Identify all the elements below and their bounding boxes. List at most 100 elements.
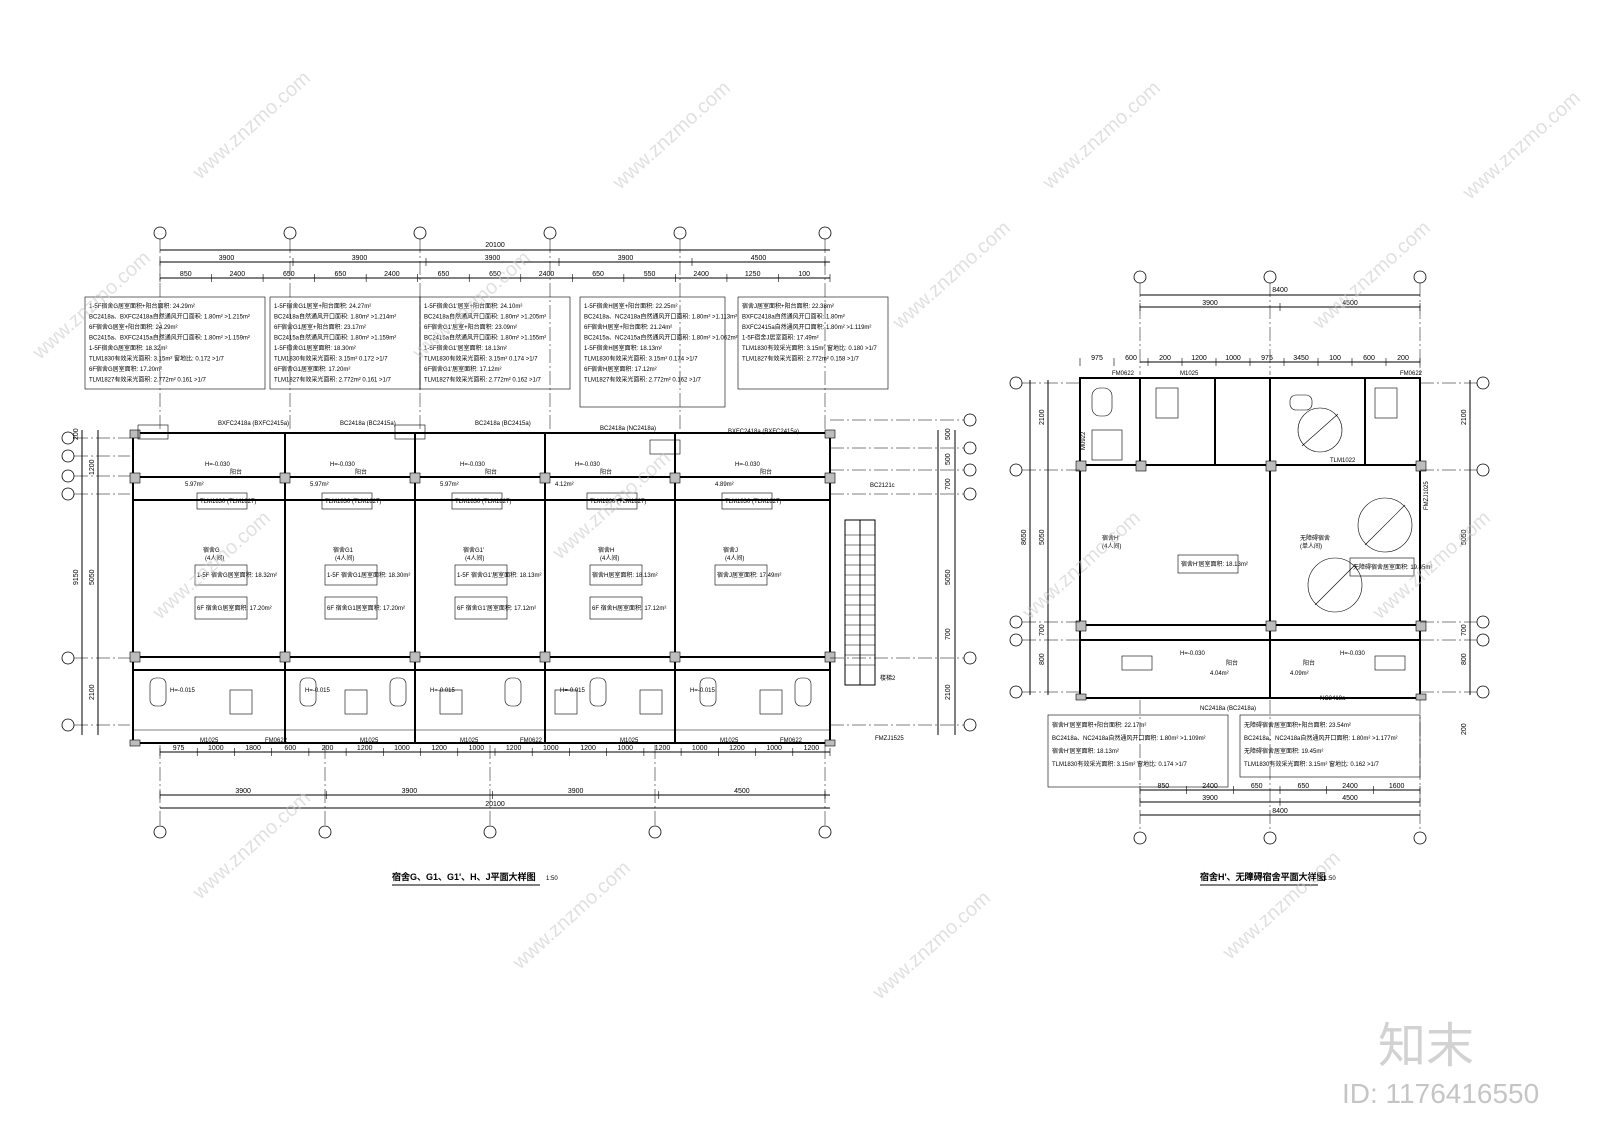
turning-circles [1297, 407, 1413, 613]
sub-dim: 1000 [208, 745, 224, 752]
dim-left: 9150 [73, 569, 80, 585]
info-line: 6F宿舍G1居室+阳台面积: 23.17m² [274, 323, 366, 331]
sub-dim: 650 [1297, 783, 1309, 790]
plan-title: 宿舍G、G1、G1'、H、J平面大样图 [392, 871, 536, 882]
sub-dim: 650 [438, 271, 450, 278]
info-line: 1-5F宿舍G居室面积: 18.32m² [89, 344, 167, 352]
balcony-tag: 阳台 [355, 468, 367, 476]
info-line: TLM1830有效采光面积: 3.15m² 0.172 >1/7 [274, 355, 388, 363]
balcony-level: H=-0.030 [460, 462, 486, 468]
dim-left: 5050 [89, 569, 96, 585]
sub-dim: 1000 [766, 745, 782, 752]
info-line: 6F宿舍G居室面积: 17.20m² [89, 365, 162, 373]
balcony-area: 4.12m² [555, 482, 574, 488]
window-tag: BC2121c [870, 483, 895, 489]
sub-dim: 650 [335, 271, 347, 278]
sub-dim: 1200 [580, 745, 596, 752]
shower-icon [639, 689, 663, 715]
sub-dim: 100 [798, 271, 810, 278]
sub-dim: 1200 [655, 745, 671, 752]
left-dimension-lines: 200 1200 9150 5050 2100 [61, 428, 130, 735]
axis-bubble [963, 463, 977, 477]
info-box: 1-5F宿舍G居室面积+阳台面积: 24.29m²BC2418a、BXFC241… [84, 296, 266, 390]
balcony-labels: H=-0.0305.97m²阳台H=-0.0305.97m²阳台H=-0.030… [185, 462, 772, 488]
plan-scale: 1:50 [1324, 876, 1336, 882]
axis-bubble [1133, 270, 1147, 284]
info-line: BC2418a、BXFC2418a自然通风开口面积: 1.80m² >1.215… [89, 313, 250, 321]
right-plan-title: 宿舍H'、无障碍宿舍平面大样图 1:50 [1200, 871, 1336, 886]
ac-unit-icon [1374, 655, 1406, 671]
sub-dim: 850 [180, 271, 192, 278]
area-info-boxes: 1-5F宿舍G居室面积+阳台面积: 24.29m²BC2418a、BXFC241… [84, 296, 889, 408]
balcony-tag: 阳台 [1226, 659, 1238, 667]
ac-unit-icon [394, 424, 426, 440]
room-name: 宿舍G1' [463, 546, 484, 554]
door-tag: M1025 [1180, 371, 1199, 377]
door-tag: TLM1830 (TLM1827) [590, 499, 646, 505]
sub-dim: 975 [173, 745, 185, 752]
bay-dim: 3900 [1202, 795, 1218, 802]
info-line: TLM1827有效采光面积: 2.772m² 0.161 >1/7 [274, 376, 392, 384]
axis-bubble [1009, 463, 1023, 477]
axis-bubble [61, 469, 75, 483]
info-line: TLM1830有效采光面积: 3.15m² 窗地比: 0.180 >1/7 [742, 344, 878, 352]
axis-bubble [61, 718, 75, 732]
building-walls [132, 432, 831, 744]
stair-label: 楼梯2 [880, 674, 896, 682]
axis-bubble [153, 825, 167, 839]
info-line: 1-5F宿舍G1居室面积: 18.30m² [274, 344, 356, 352]
sub-dim: 1000 [394, 745, 410, 752]
sub-dim: 1600 [1389, 783, 1405, 790]
info-line: TLM1827有效采光面积: 2.772m² 0.158 >1/7 [742, 355, 860, 363]
fire-door-tag: FMZJ1525 [875, 736, 904, 742]
toilet-icon [149, 677, 167, 707]
bay-dim: 3900 [219, 255, 235, 262]
sub-dim: 650 [283, 271, 295, 278]
sub-dim: 2400 [230, 271, 246, 278]
room-area: 无障碍宿舍居室面积: 19.45m² [1353, 563, 1432, 571]
door-tag: FMZJ1025 [1424, 481, 1430, 510]
sub-dim: 1200 [729, 745, 745, 752]
info-line: 6F宿舍G1'居室+阳台面积: 23.09m² [424, 323, 517, 331]
axis-bubble [1133, 831, 1147, 845]
sub-dim: 1000 [543, 745, 559, 752]
info-line: 宿舍H'居室面积+阳台面积: 22.17m² [1052, 721, 1146, 729]
door-tag: M0922 [1081, 431, 1087, 450]
dim-right: 5050 [1461, 529, 1468, 545]
ac-unit-icon [649, 439, 681, 455]
room-area: 宿舍H居室面积: 18.13m² [592, 571, 658, 579]
info-line: TLM1830有效采光面积: 3.15m² 0.174 >1/7 [424, 355, 538, 363]
room-capacity: (单人间) [1300, 542, 1322, 550]
info-line: TLM1830有效采光面积: 3.15m² 窗地比: 0.174 >1/7 [1052, 760, 1188, 768]
room-capacity: (4人间) [725, 554, 744, 562]
room-name: 宿舍H [598, 546, 614, 554]
door-tag: FM0622 [520, 738, 543, 744]
balcony-tag: 阳台 [760, 468, 772, 476]
bay-dim: 3900 [352, 255, 368, 262]
dim-right: 800 [1461, 653, 1468, 665]
total-dim-top: 20100 [485, 242, 505, 249]
image-id: ID: 1176416550 [1342, 1078, 1539, 1109]
info-line: BXFC2418a自然通风开口面积: 1.80m² [742, 313, 845, 321]
info-box: 宿舍J居室面积+阳台面积: 22.38m²BXFC2418a自然通风开口面积: … [737, 296, 889, 390]
info-line: BC2418a、NC2418a自然通风开口面积: 1.80m² >1.177m² [1244, 734, 1398, 742]
sub-dim: 2400 [1342, 783, 1358, 790]
sub-dim: 1000 [617, 745, 633, 752]
sub-dim: 200 [1159, 355, 1171, 362]
axis-bubble [963, 441, 977, 455]
ac-unit-icon [1121, 655, 1153, 671]
dim-left: 800 [1039, 653, 1046, 665]
sub-dim: 975 [1261, 355, 1273, 362]
balcony-area: 5.97m² [440, 482, 459, 488]
left-plan-title: 宿舍G、G1、G1'、H、J平面大样图 1:50 [392, 871, 558, 886]
axis-bubble [413, 226, 427, 240]
sub-dim: 1250 [745, 271, 761, 278]
sub-dim: 200 [322, 745, 334, 752]
